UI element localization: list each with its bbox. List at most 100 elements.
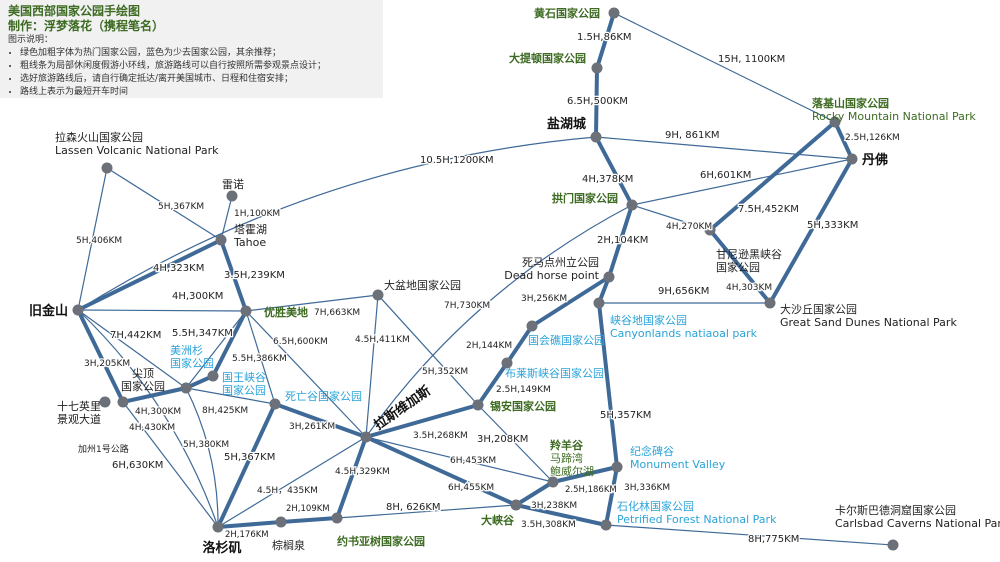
- node-mile17[interactable]: [99, 396, 111, 408]
- route-time-label: 6H,601KM: [700, 170, 751, 181]
- node-deadhorse[interactable]: [603, 271, 615, 283]
- route-time-label: 5H,380KM: [183, 440, 229, 450]
- node-label-petrified: Petrified Forest National Park: [617, 513, 777, 526]
- node-la[interactable]: [212, 521, 224, 533]
- node-sf[interactable]: [72, 304, 84, 316]
- map-title: 美国西部国家公园手绘图: [8, 4, 141, 18]
- node-label-black: 国家公园: [716, 260, 760, 274]
- route-slc-denver: [595, 136, 853, 160]
- node-palm[interactable]: [275, 516, 287, 528]
- node-vegas[interactable]: [360, 431, 372, 443]
- route-yosemite-sequoia: [185, 310, 247, 389]
- route-joshua-grandcanyon: [336, 504, 517, 519]
- route-time-label: 3.5H,239KM: [224, 270, 285, 281]
- route-yosemite-vegas: [245, 310, 367, 438]
- node-petrified[interactable]: [600, 519, 612, 531]
- route-time-label: 2H,144KM: [466, 341, 512, 351]
- route-petrified-carlsbad: [605, 524, 894, 546]
- legend-item: 路线上表示为最短开车时间: [20, 86, 375, 99]
- route-time-label: 10.5H,1200KM: [420, 155, 494, 166]
- node-deathvalley[interactable]: [269, 398, 281, 410]
- route-time-label: 5.5H,386KM: [232, 354, 287, 364]
- node-label-monument: Monument Valley: [630, 458, 726, 471]
- node-yosemite[interactable]: [240, 305, 252, 317]
- node-teton[interactable]: [591, 62, 603, 74]
- node-capitol[interactable]: [526, 320, 538, 332]
- route-time-label: 8H, 626KM: [386, 502, 441, 513]
- route-time-label: 7H,442KM: [110, 330, 161, 341]
- node-grandcanyon[interactable]: [510, 499, 522, 511]
- map-author: 制作：浮梦落花（携程笔名）: [8, 19, 165, 33]
- route-time-label: 4.5H,329KM: [335, 467, 390, 477]
- node-pinnacles[interactable]: [117, 396, 129, 408]
- node-monument[interactable]: [611, 461, 623, 473]
- node-canyonlands[interactable]: [593, 297, 605, 309]
- node-label-reno: 雷诺: [222, 178, 244, 191]
- node-label-slc: 盐湖城: [547, 116, 586, 132]
- route-sf-sequoia: [77, 309, 187, 389]
- node-label-pinnacles: 尖顶: [132, 367, 154, 380]
- route-vegas-zion: [365, 403, 479, 439]
- route-time-label: 7H,730KM: [444, 301, 490, 311]
- route-greatbasin-vegas: [365, 294, 379, 438]
- node-dunes[interactable]: [764, 297, 776, 309]
- route-time-label: 5H,367KM: [224, 452, 275, 463]
- route-time-label: 3H,261KM: [289, 422, 335, 432]
- node-yellowstone[interactable]: [608, 7, 620, 19]
- node-sequoia[interactable]: [180, 382, 192, 394]
- node-label-dunes: 大沙丘国家公园: [780, 302, 857, 316]
- route-time-label: 5.5H,347KM: [172, 328, 233, 339]
- route-time-label: 3H,208KM: [477, 434, 528, 445]
- node-label-joshua: 约书亚树国家公园: [337, 534, 425, 548]
- route-vegas-arches: [365, 204, 633, 438]
- node-label-mile17: 十七英里: [57, 399, 101, 413]
- route-time-label: 4H,430KM: [129, 423, 175, 433]
- route-time-label: 7.5H,452KM: [738, 204, 799, 215]
- route-time-label: 4H,270KM: [666, 222, 712, 232]
- node-denver[interactable]: [846, 153, 858, 165]
- node-joshua[interactable]: [331, 512, 343, 524]
- node-rocky[interactable]: [829, 116, 841, 128]
- node-label-deathvalley: 死亡谷国家公园: [285, 389, 362, 403]
- node-kings[interactable]: [207, 370, 219, 382]
- node-label-deadhorse: 死马点州立公园: [522, 255, 599, 269]
- node-carlsbad[interactable]: [887, 539, 899, 551]
- node-label-carlsbad: 卡尔斯巴德洞窟国家公园: [835, 503, 956, 517]
- node-label-canyonlands: Canyonlands natiaoal park: [610, 327, 758, 340]
- node-label-lassen: Lassen Volcanic National Park: [55, 144, 219, 157]
- node-label-dunes: Great Sand Dunes National Park: [780, 316, 957, 329]
- route-sf-la: [77, 309, 219, 528]
- route-lassen-tahoe: [106, 167, 222, 241]
- route-pinnacles-la: [122, 401, 219, 528]
- route-vegas-page: [365, 436, 554, 483]
- route-petrified-monument: [604, 466, 619, 526]
- node-page[interactable]: [547, 476, 559, 488]
- route-time-label: 5H,357KM: [600, 410, 651, 421]
- route-time-label: 8H,775KM: [748, 534, 799, 545]
- route-lassen-sf: [77, 167, 108, 311]
- node-reno[interactable]: [226, 190, 238, 202]
- route-time-label: 2.5H,186KM: [565, 485, 617, 495]
- route-time-label: 3H,238KM: [531, 501, 577, 511]
- node-arches[interactable]: [626, 199, 638, 211]
- route-canyonlands-monument: [597, 302, 619, 468]
- route-page-monument: [552, 465, 618, 484]
- route-time-label: 6.5H,600KM: [273, 337, 328, 347]
- route-time-label: 5H,352KM: [422, 367, 468, 377]
- node-bryce[interactable]: [501, 357, 513, 369]
- node-greatbasin[interactable]: [372, 289, 384, 301]
- node-black[interactable]: [704, 224, 716, 236]
- node-label-page: 羚羊谷: [550, 438, 584, 452]
- node-lassen[interactable]: [101, 162, 113, 174]
- route-yellowstone-rocky: [613, 12, 836, 123]
- node-tahoe[interactable]: [215, 234, 227, 246]
- route-time-label: 2.5H,149KM: [496, 385, 551, 395]
- node-zion[interactable]: [472, 399, 484, 411]
- route-time-label: 2H,109KM: [286, 504, 330, 514]
- highway-1-label: 加州1号公路: [78, 443, 129, 455]
- route-time-label: 6H,630KM: [112, 460, 163, 471]
- node-slc[interactable]: [590, 131, 602, 143]
- route-time-label: 9H, 861KM: [665, 130, 720, 141]
- node-label-canyonlands: 峡谷地国家公园: [610, 313, 687, 327]
